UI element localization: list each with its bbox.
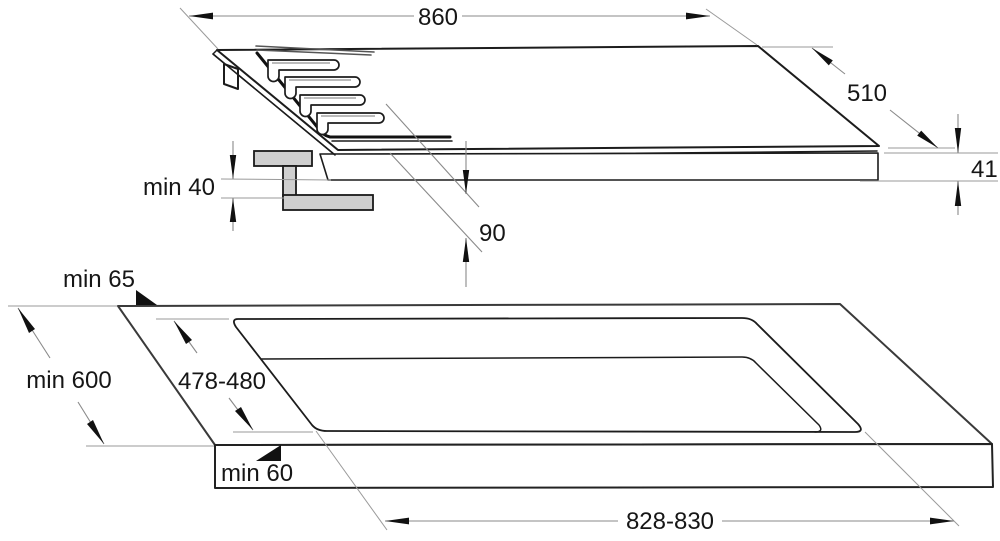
hob-side-tab <box>223 63 239 90</box>
dim-90-arrow-top <box>462 170 470 194</box>
dim-41-label: 41 <box>971 156 998 183</box>
worktop-front-face <box>214 443 994 489</box>
dim-828-830: 828-830 <box>315 430 960 535</box>
dim-min60-arrow <box>256 445 281 461</box>
cutout-opening <box>233 317 862 433</box>
dim-510-arrow-top <box>812 48 833 66</box>
dim-510: 510 <box>762 46 955 149</box>
dim-min60: min 60 <box>221 445 293 487</box>
dim-860-ext-left <box>179 7 219 50</box>
dim-min600-arrow-bottom <box>87 420 104 444</box>
control-knob <box>316 112 385 136</box>
dim-41-arrow-top <box>954 128 962 153</box>
dim-828-arrow-left <box>385 517 409 525</box>
bracket-stem <box>282 165 297 198</box>
control-knob <box>284 76 361 100</box>
cutout-inner-edge <box>260 356 822 433</box>
dim-min40-arrow-top <box>229 155 237 179</box>
dim-828-ext-right <box>864 431 960 527</box>
dim-min40-ext-top <box>220 178 332 181</box>
dim-860-arrow-left <box>189 12 213 20</box>
dim-860-arrow-right <box>686 12 710 20</box>
dim-478-label: 478-480 <box>178 368 266 395</box>
recess-far-edge-inner <box>256 49 372 56</box>
dim-min65-arrow <box>136 290 157 305</box>
hob-perspective-view: 860 510 41 min 40 <box>143 4 998 287</box>
dim-828-ext-left <box>315 430 388 531</box>
dim-min40: min 40 <box>143 141 332 231</box>
dim-828-arrow-right <box>930 517 954 525</box>
dim-478-arrow-bottom <box>235 407 253 430</box>
dim-90-label: 90 <box>479 220 506 247</box>
dim-41: 41 <box>860 114 998 215</box>
dim-860-label: 860 <box>418 4 458 31</box>
worktop-cutout-view: min 65 min 600 478-480 min 60 <box>8 266 994 535</box>
hob-body-front-face <box>319 152 879 181</box>
hob-glass-left-thickness <box>212 53 336 156</box>
dim-90-leader-top <box>385 103 480 208</box>
dim-90-leader-bottom <box>389 152 483 253</box>
bracket-lower-flange <box>282 194 374 211</box>
recess-far-edge <box>255 45 375 53</box>
dim-478-arrow-top <box>174 321 192 344</box>
hob-glass-top <box>216 45 880 151</box>
dim-min40-label: min 40 <box>143 174 215 201</box>
dim-510-label: 510 <box>847 80 887 107</box>
dim-90-arrow-bottom <box>462 238 470 262</box>
dim-min65: min 65 <box>8 266 157 307</box>
dim-min600-label: min 600 <box>26 367 111 394</box>
dim-510-arrow-bottom <box>917 130 938 148</box>
dim-828-label: 828-830 <box>626 508 714 535</box>
control-knob <box>267 59 340 83</box>
dim-41-arrow-bottom <box>954 181 962 206</box>
dim-min600: min 600 <box>17 307 214 447</box>
dim-min40-arrow-bottom <box>229 198 237 222</box>
dim-min65-label: min 65 <box>63 266 135 293</box>
dim-min600-arrow-top <box>18 308 35 333</box>
control-knobs <box>267 59 385 136</box>
mounting-bracket <box>253 150 374 211</box>
bracket-top-flange <box>253 150 313 167</box>
dim-860: 860 <box>179 4 758 50</box>
dim-860-ext-right <box>705 8 758 46</box>
dim-min60-label: min 60 <box>221 460 293 487</box>
dim-478-480: 478-480 <box>156 318 313 433</box>
dim-90: 90 <box>385 103 506 287</box>
control-knob <box>299 94 366 118</box>
